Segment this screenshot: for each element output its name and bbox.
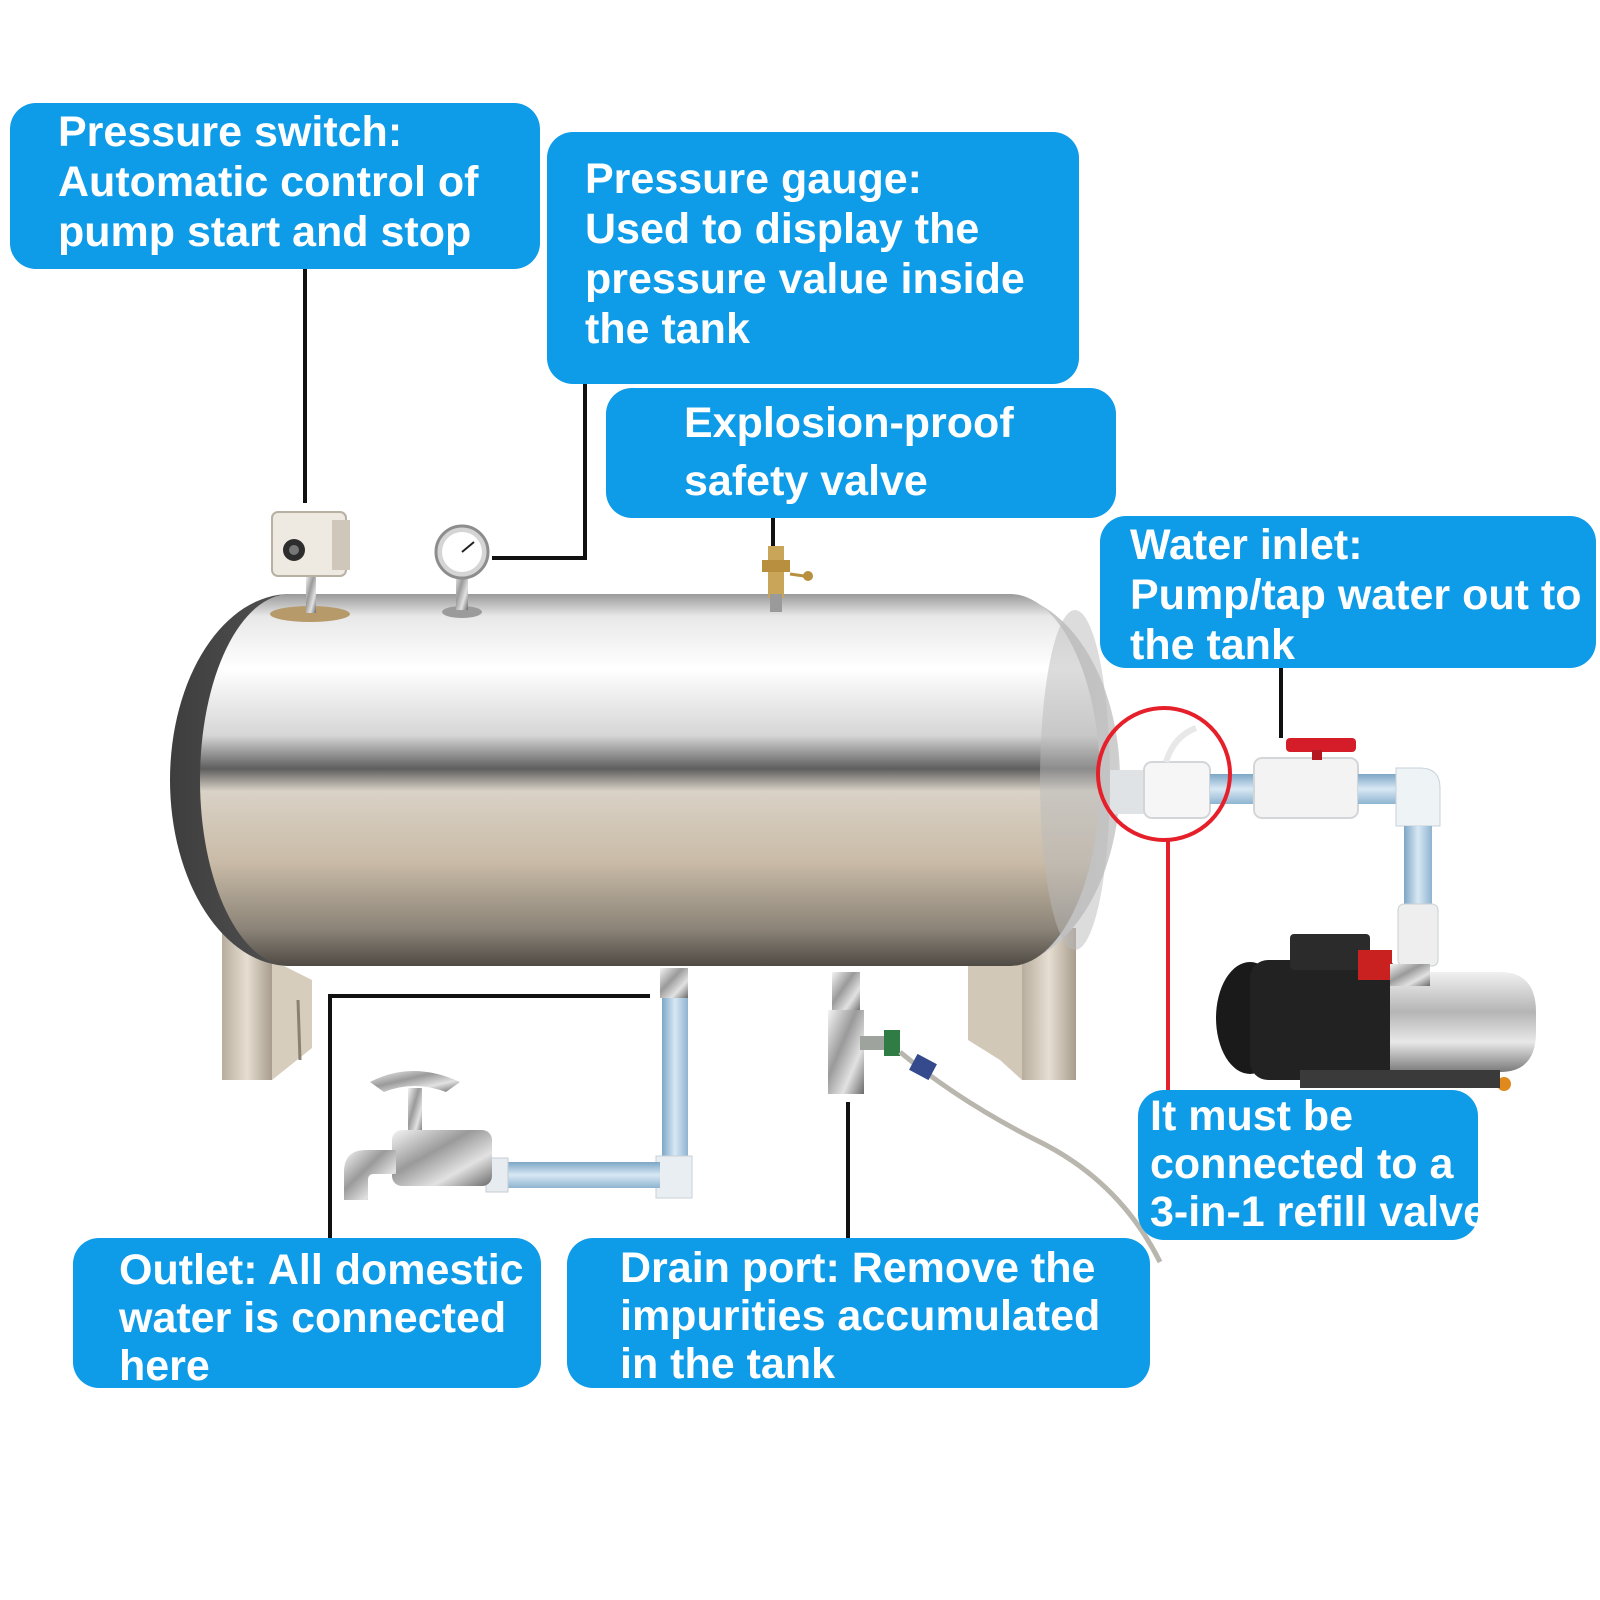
leader-lines [303, 269, 1283, 1238]
refill-valve-icon [1143, 761, 1211, 819]
callout-refill-valve: It must be connected to a 3-in-1 refill … [1138, 1090, 1487, 1240]
callout-text-line: the tank [585, 305, 750, 353]
callout-text-line: Pressure switch: [58, 108, 403, 156]
inlet-piping [1110, 725, 1441, 967]
pressure-switch-icon [271, 511, 350, 613]
drain-valve [828, 972, 1163, 1264]
callout-text-line: Automatic control of [58, 158, 479, 206]
callout-text-line: water is connected [119, 1294, 507, 1342]
callout-safety-valve: Explosion-proof safety valve [606, 388, 1116, 518]
callout-text-line: in the tank [620, 1340, 836, 1388]
refill-valve-highlight [1096, 706, 1232, 1090]
safety-valve-icon [762, 546, 813, 612]
callout-pressure-switch: Pressure switch: Automatic control of pu… [10, 103, 540, 269]
leader-pressure-gauge [492, 384, 587, 560]
callout-text-line: It must be [1150, 1092, 1354, 1140]
callout-text-line: the tank [1130, 621, 1295, 669]
ball-valve-icon [1253, 757, 1359, 819]
callout-text-line: pressure value inside [585, 255, 1025, 303]
leader-outlet [328, 994, 650, 1238]
tank-body [170, 594, 1120, 966]
callout-pressure-gauge: Pressure gauge: Used to display the pres… [547, 132, 1079, 384]
callout-text-line: Explosion-proof [684, 399, 1014, 447]
callout-text-line: impurities accumulated [620, 1292, 1101, 1340]
callout-text-line: safety valve [684, 457, 928, 505]
callout-text-line: Drain port: Remove the [620, 1244, 1096, 1292]
leg-right-side [968, 960, 1022, 1080]
leg-right-front [1022, 928, 1076, 1080]
callout-text-line: 3-in-1 refill valve [1150, 1188, 1487, 1236]
callout-drain-port: Drain port: Remove the impurities accumu… [567, 1238, 1150, 1388]
faucet-icon [344, 1071, 492, 1200]
callout-text-line: Water inlet: [1130, 521, 1363, 569]
callout-text-line: here [119, 1342, 210, 1390]
leg-left-side [272, 960, 312, 1080]
callout-text-line: pump start and stop [58, 208, 472, 256]
tank-legs [222, 928, 1076, 1080]
callout-text-line: Pressure gauge: [585, 155, 922, 203]
leg-left-front [222, 928, 272, 1080]
callout-water-inlet: Water inlet: Pump/tap water out to the t… [1100, 516, 1596, 669]
water-pump-icon [1216, 934, 1536, 1091]
callout-outlet: Outlet: All domestic water is connected … [73, 1238, 541, 1390]
pressure-gauge-icon [434, 524, 490, 610]
callout-text-line: connected to a [1150, 1140, 1454, 1188]
tank-port-weld [270, 606, 350, 622]
callout-text-line: Outlet: All domestic [119, 1246, 524, 1294]
outlet-piping [485, 968, 693, 1199]
callout-text-line: Pump/tap water out to [1130, 571, 1582, 619]
callout-text-line: Used to display the [585, 205, 980, 253]
